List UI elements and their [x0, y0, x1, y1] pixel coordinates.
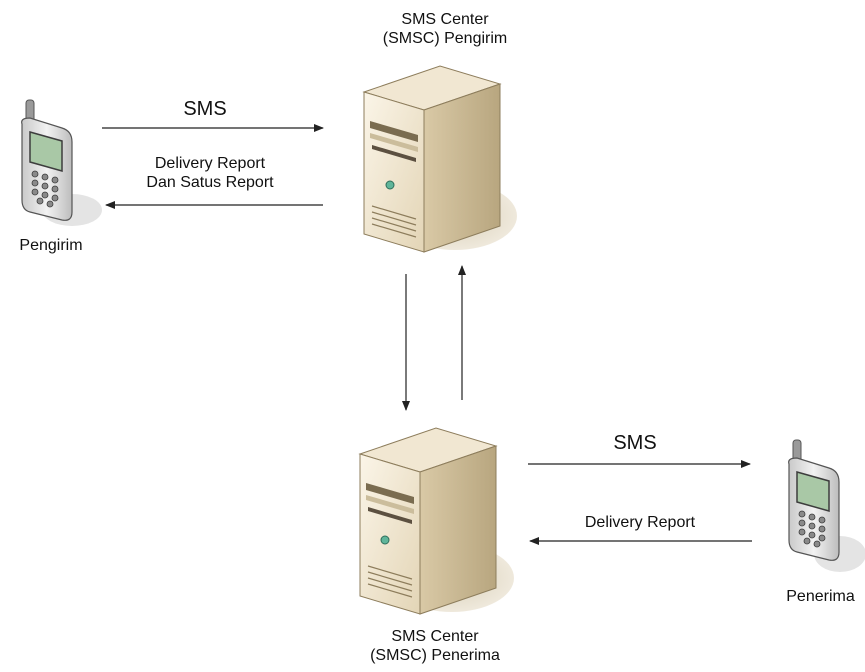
smsc-sender-label: SMS Center (SMSC) Pengirim [360, 10, 530, 48]
top-report-label-line2: Dan Satus Report [146, 174, 274, 192]
receiver-label: Penerima [786, 588, 855, 605]
top-report-label-line1: Delivery Report [154, 155, 266, 172]
smsc-receiver-server-icon [358, 427, 514, 615]
smsc-sender-label-line1: SMS Center [401, 11, 489, 28]
smsc-sender-label-line2: (SMSC) Pengirim [382, 30, 508, 48]
bottom-report-label: Delivery Report [584, 514, 696, 531]
smsc-receiver-label: SMS Center (SMSC) Penerima [350, 627, 520, 665]
top-report-label: Delivery Report Dan Satus Report [120, 154, 300, 192]
sender-label: Pengirim [19, 237, 83, 254]
receiver-phone-icon [788, 439, 865, 572]
smsc-receiver-label-line2: (SMSC) Penerima [370, 647, 500, 665]
smsc-sender-server-icon [362, 65, 517, 253]
smsc-receiver-label-line1: SMS Center [391, 628, 479, 645]
sender-phone-icon [21, 99, 102, 226]
top-sms-label: SMS [183, 98, 227, 120]
bottom-sms-label: SMS [613, 432, 657, 454]
